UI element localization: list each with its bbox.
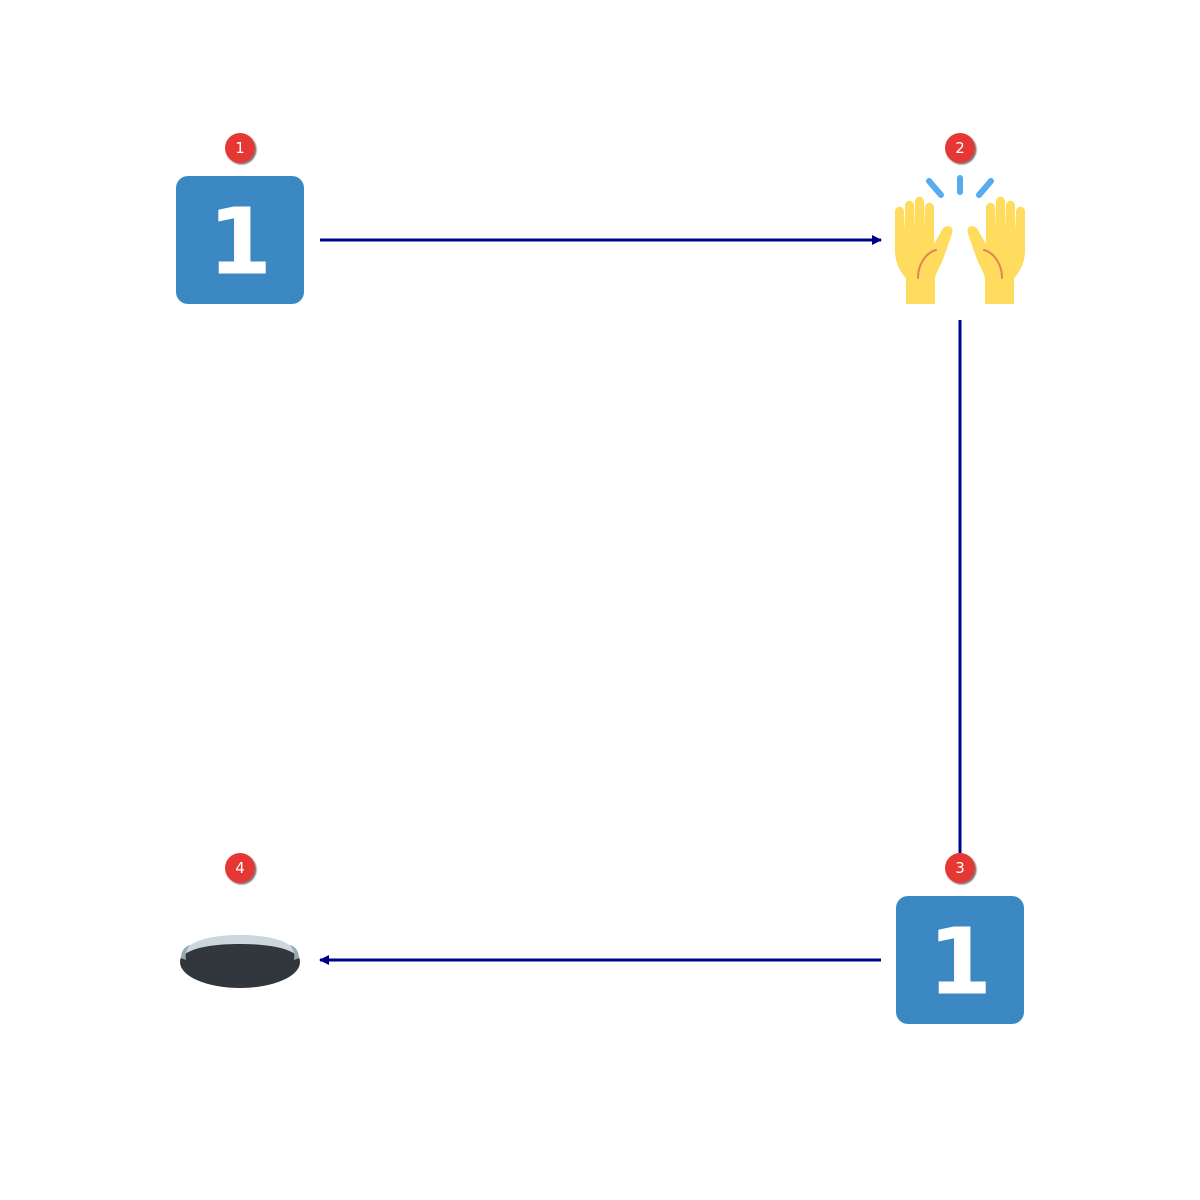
- node-badge: [225, 853, 255, 883]
- keycap-label: 1: [928, 909, 992, 1016]
- keycap-label: 1: [208, 189, 272, 296]
- node-3[interactable]: 1 3: [896, 853, 1024, 1024]
- node-badge: [945, 853, 975, 883]
- node-badge-number: 3: [955, 859, 965, 877]
- node-badge-number: 4: [235, 859, 245, 877]
- node-1[interactable]: 1 1: [176, 133, 304, 304]
- node-badge: [945, 133, 975, 163]
- node-4[interactable]: 4: [180, 853, 300, 988]
- node-badge: [225, 133, 255, 163]
- node-badge-number: 2: [955, 139, 965, 157]
- node-2[interactable]: 2: [894, 133, 1026, 304]
- node-badge-number: 1: [235, 139, 245, 157]
- keycap-digit-one-icon: 1: [176, 176, 304, 304]
- keycap-digit-one-icon: 1: [896, 896, 1024, 1024]
- raising-hands-icon: [894, 175, 1026, 304]
- edges: [319, 235, 962, 965]
- hole-icon: [180, 935, 300, 988]
